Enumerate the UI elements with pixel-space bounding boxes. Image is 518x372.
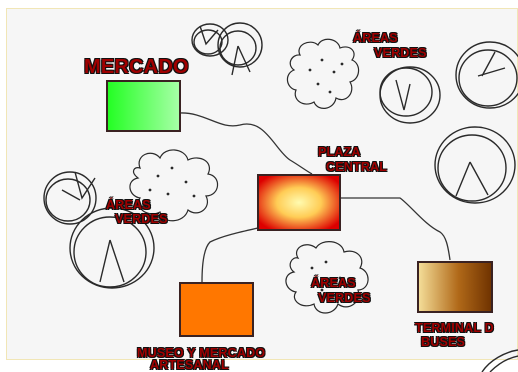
tree-icon [434,126,516,204]
connector-mercado-plaza [179,112,313,175]
shrub-cluster-icon [285,241,369,314]
plaza-central-box [257,174,341,231]
tree-icon [481,349,518,372]
tree-icon [217,22,263,76]
label-areas-verdes-top-line1: ÁREAS [353,31,398,45]
shrub-clusters [129,38,369,314]
shrub-cluster-icon [286,38,360,109]
shrub-cluster-icon [129,149,219,222]
label-terminal-line1: TERMINAL D [415,321,494,335]
label-plaza-central-line2: CENTRAL [326,160,388,174]
label-museo-line1: MUSEO Y MERCADO [137,346,266,360]
connector-plaza-terminal [340,197,451,261]
label-areas-verdes-center-line2: VERDES [318,291,371,305]
tree-icon [379,66,441,124]
label-mercado: MERCADO [84,56,189,78]
tree-icon [455,41,518,109]
label-areas-verdes-center-line1: ÁREAS [311,276,356,290]
connector-paths [179,112,451,283]
label-museo-line2: ARTESANAL [150,358,229,372]
terminal-box [417,261,493,313]
museo-box [179,282,254,337]
tree-sketches [43,22,518,372]
label-areas-verdes-left-line1: ÁREAS [106,198,151,212]
mercado-box [106,80,181,132]
label-areas-verdes-left-line2: VERDES [115,212,168,226]
label-plaza-central-line1: PLAZA [318,145,361,159]
label-areas-verdes-top-line2: VERDES [374,46,427,60]
tree-icon [69,207,155,289]
tree-icon [191,23,229,57]
connector-plaza-museo [201,227,259,283]
label-terminal-line2: BUSES [421,335,466,349]
tree-icon [43,171,97,225]
